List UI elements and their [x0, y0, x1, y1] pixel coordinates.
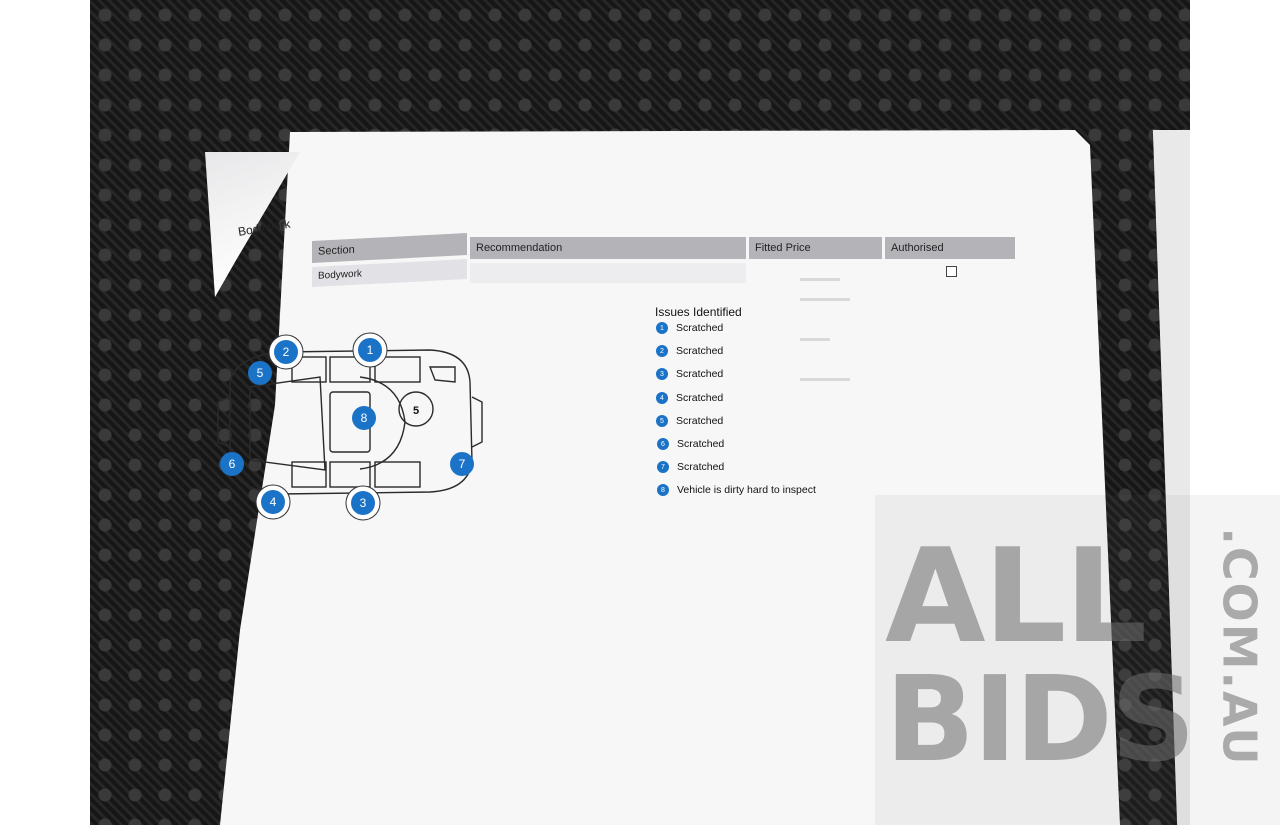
- marker-dot: 3: [656, 368, 668, 380]
- spare-wheel-label: 5: [413, 405, 419, 417]
- marker-dot: 5: [656, 415, 668, 427]
- header-fitted-price: Fitted Price: [749, 237, 882, 259]
- marker-8: [352, 406, 376, 430]
- watermark-panel: [875, 495, 1280, 825]
- marker-4-label: 4: [270, 495, 277, 509]
- car-diagram: 5 1 2 3 4 5 6 7 8: [217, 332, 483, 521]
- marker-5: [248, 361, 272, 385]
- marker-dot: 8: [657, 484, 669, 496]
- spare-wheel-outline: [398, 391, 434, 427]
- show-through-text: ▬▬▬▬▬: [800, 293, 850, 304]
- issue-item: 1 Scratched: [656, 320, 723, 336]
- windshield: [249, 376, 326, 471]
- marker-1-label: 1: [367, 343, 374, 357]
- issue-text: Scratched: [677, 438, 725, 450]
- marker-3-label: 3: [360, 496, 367, 510]
- row-recommendation-cell: [470, 263, 746, 283]
- marker-dot: 7: [657, 461, 669, 473]
- marker-7: [450, 452, 474, 476]
- marker-5-label: 5: [257, 366, 264, 380]
- issues-title: Issues Identified: [655, 305, 742, 319]
- issue-item: 4 Scratched: [656, 390, 723, 406]
- issue-text: Scratched: [676, 415, 724, 427]
- marker-2: [274, 340, 298, 364]
- marker-dot: 4: [656, 392, 668, 404]
- issue-text: Scratched: [676, 322, 724, 334]
- marker-dot: 1: [656, 322, 668, 334]
- issue-item: 6 Scratched: [657, 436, 724, 452]
- issue-item: 2 Scratched: [656, 343, 723, 359]
- header-recommendation: Recommendation: [470, 237, 746, 259]
- marker-dot: 2: [656, 345, 668, 357]
- header-authorised: Authorised: [885, 237, 1015, 259]
- watermark-suffix: .COM.AU: [1212, 527, 1267, 767]
- issue-item: 7 Scratched: [657, 459, 724, 475]
- marker-1: [358, 338, 382, 362]
- show-through-text: ▬▬▬▬▬: [800, 373, 850, 384]
- issue-text: Scratched: [676, 345, 724, 357]
- issue-text: Scratched: [676, 368, 724, 380]
- show-through-text: ▬▬▬▬: [800, 273, 840, 284]
- marker-6: [220, 452, 244, 476]
- issue-text: Scratched: [677, 461, 725, 473]
- marker-7-label: 7: [459, 457, 466, 471]
- watermark-line-2: BIDS: [885, 650, 1196, 788]
- watermark-line-1: ALL: [885, 520, 1147, 672]
- issue-item: 3 Scratched: [656, 366, 723, 382]
- marker-8-label: 8: [361, 411, 368, 425]
- marker-6-label: 6: [229, 457, 236, 471]
- marker-dot: 6: [657, 438, 669, 450]
- marker-2-label: 2: [283, 345, 290, 359]
- show-through-text: ▬▬▬: [800, 333, 830, 344]
- issue-text: Vehicle is dirty hard to inspect: [677, 484, 816, 496]
- issue-text: Scratched: [676, 392, 724, 404]
- issue-item: 8 Vehicle is dirty hard to inspect: [657, 482, 816, 498]
- marker-3: [351, 491, 375, 515]
- marker-4: [261, 490, 285, 514]
- issue-item: 5 Scratched: [656, 413, 723, 429]
- authorised-checkbox[interactable]: [946, 266, 957, 277]
